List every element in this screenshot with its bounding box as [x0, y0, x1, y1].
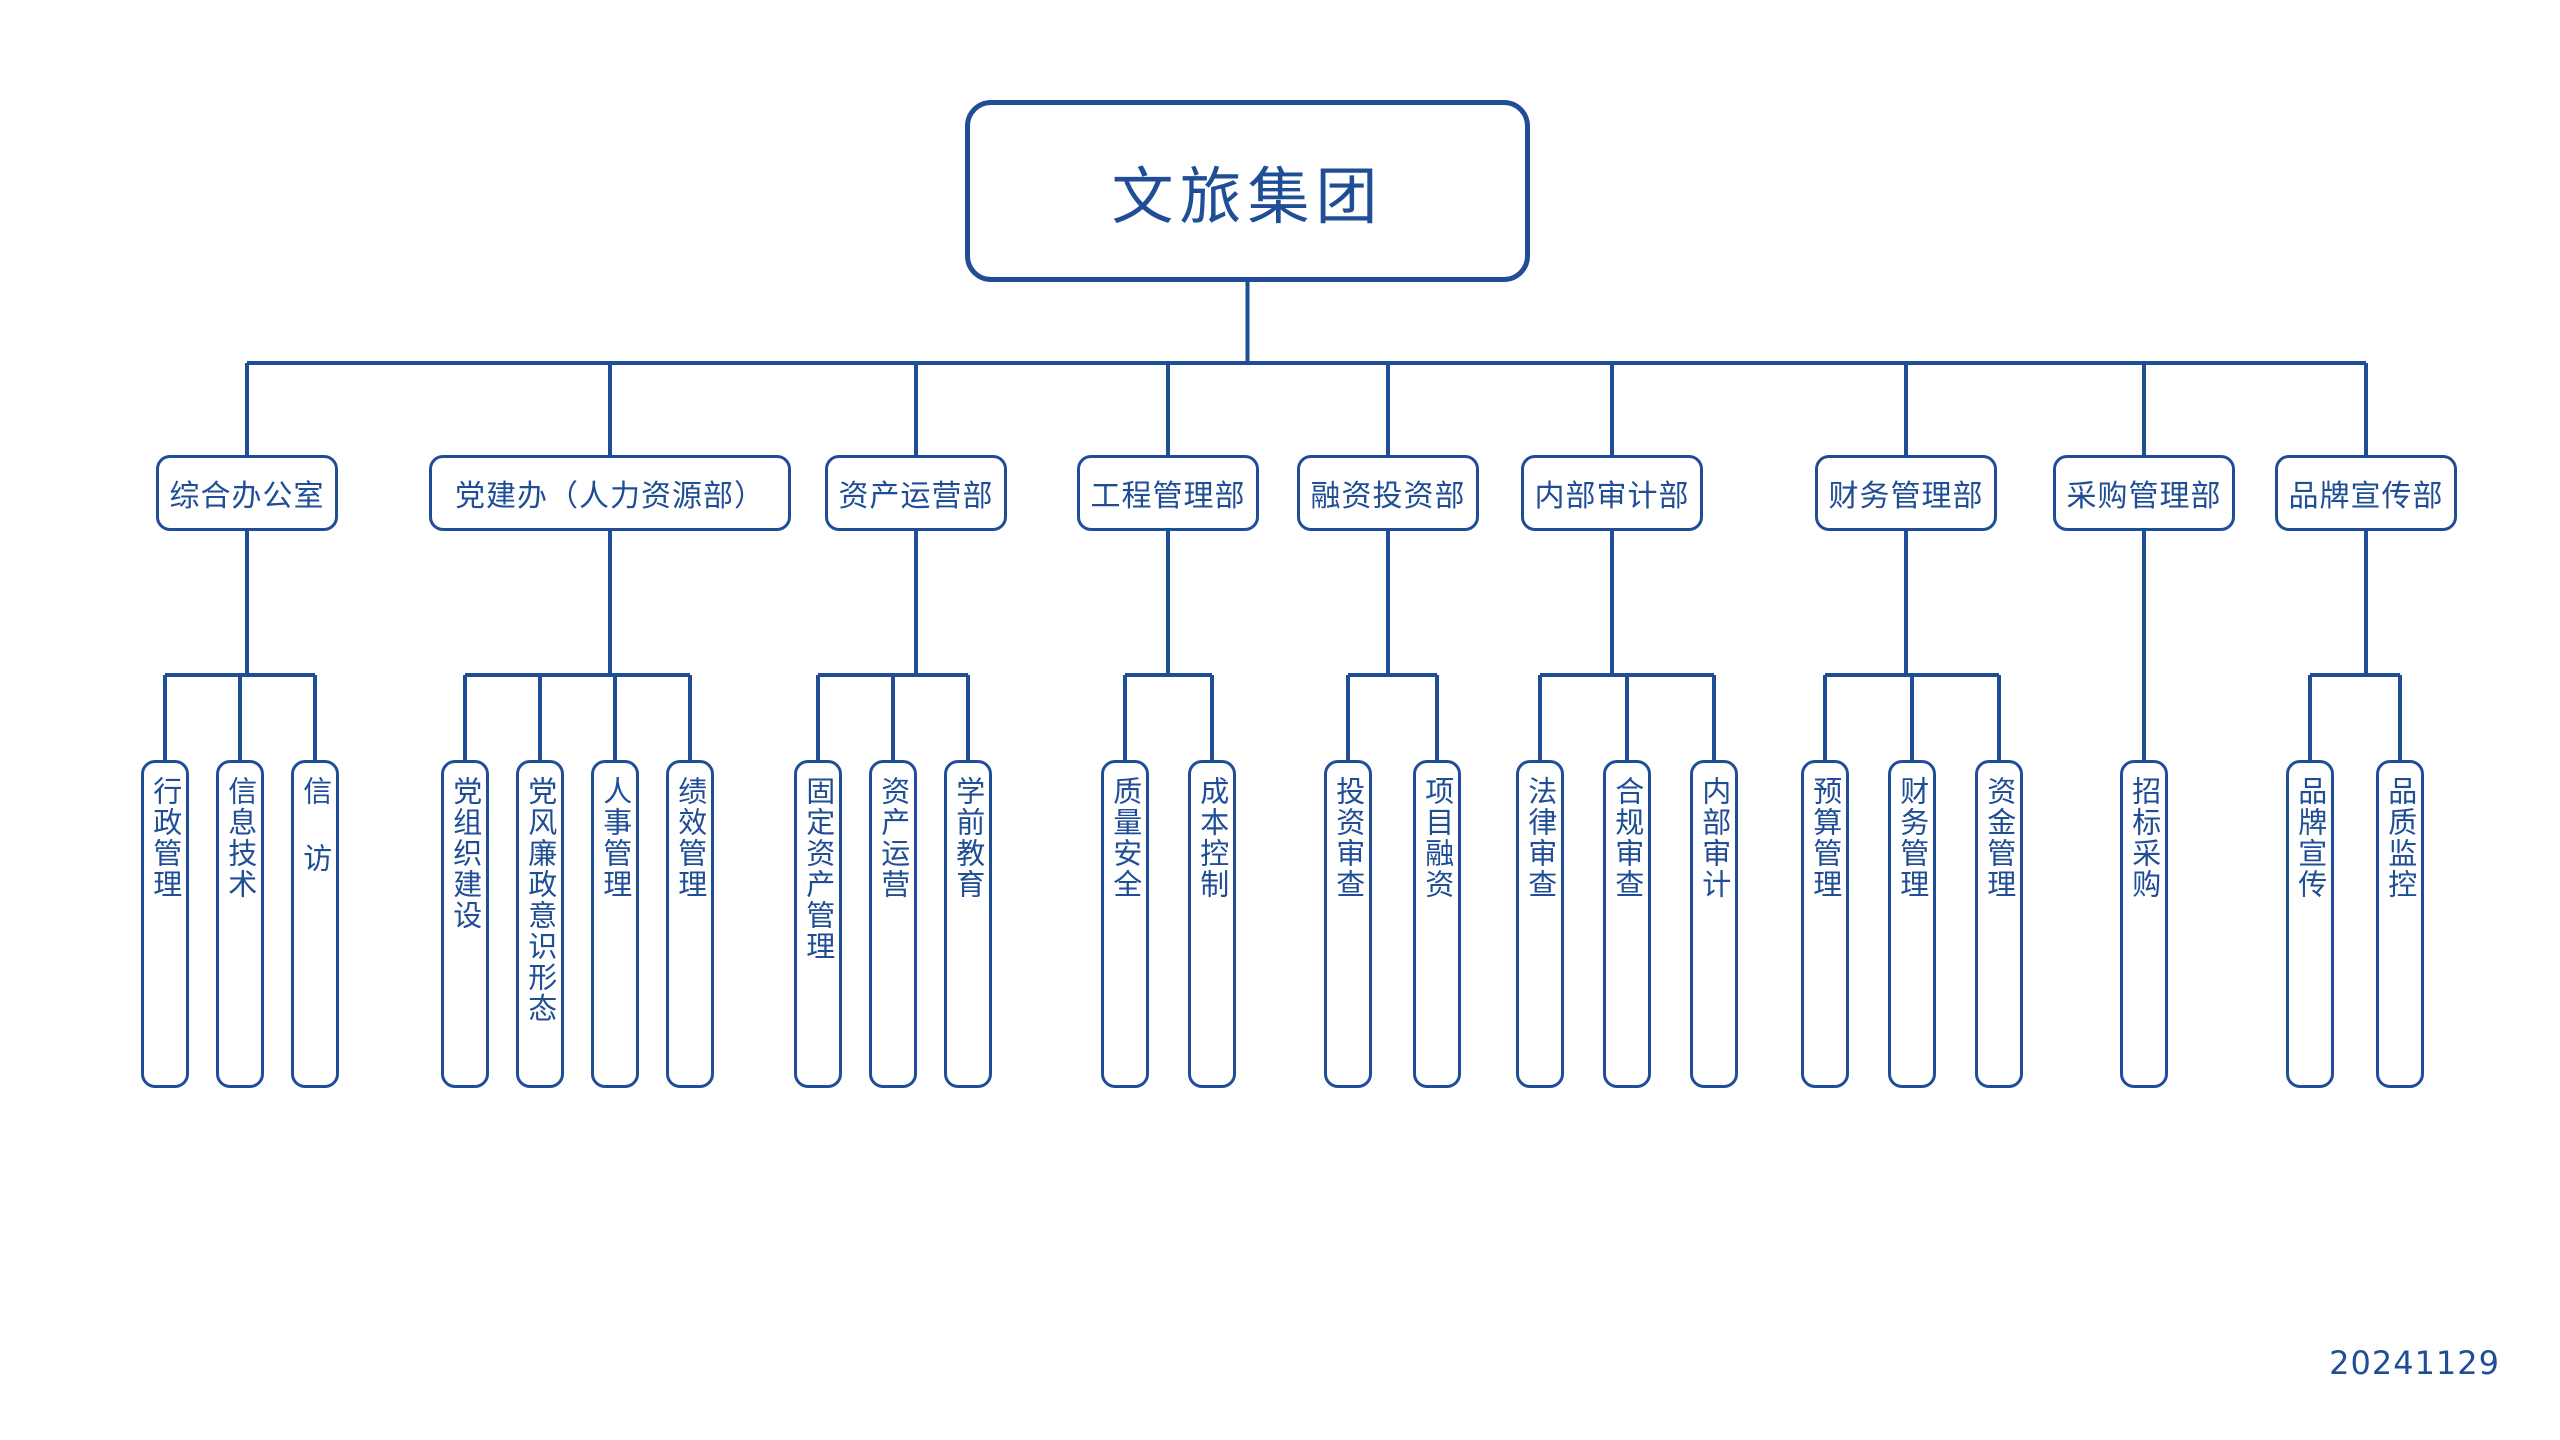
sub-unit-node[interactable]: 学前教育	[944, 760, 992, 1088]
sub-unit-label: 资金管理	[1982, 776, 2017, 900]
sub-unit-label: 项目融资	[1420, 776, 1455, 900]
sub-unit-label: 财务管理	[1895, 776, 1930, 900]
sub-unit-node[interactable]: 品牌宣传	[2286, 760, 2334, 1088]
sub-unit-label: 投资审查	[1331, 776, 1366, 900]
sub-unit-label: 信息技术	[223, 776, 258, 900]
sub-unit-label: 品牌宣传	[2293, 776, 2328, 900]
sub-unit-node[interactable]: 资金管理	[1975, 760, 2023, 1088]
department-node[interactable]: 财务管理部	[1815, 455, 1997, 531]
department-node[interactable]: 资产运营部	[825, 455, 1007, 531]
sub-unit-node[interactable]: 资产运营	[869, 760, 917, 1088]
root-node-label: 文旅集团	[1111, 160, 1384, 233]
sub-unit-label: 绩效管理	[673, 776, 708, 900]
sub-unit-node[interactable]: 品质监控	[2376, 760, 2424, 1088]
sub-unit-node[interactable]: 法律审查	[1516, 760, 1564, 1088]
department-label: 内部审计部	[1534, 479, 1690, 514]
sub-unit-node[interactable]: 内部审计	[1690, 760, 1738, 1088]
sub-unit-node[interactable]: 固定资产管理	[794, 760, 842, 1088]
sub-unit-node[interactable]: 行政管理	[141, 760, 189, 1088]
department-node[interactable]: 采购管理部	[2053, 455, 2235, 531]
sub-unit-node[interactable]: 财务管理	[1888, 760, 1936, 1088]
department-label: 工程管理部	[1090, 479, 1246, 514]
sub-unit-node[interactable]: 信息技术	[216, 760, 264, 1088]
sub-unit-node[interactable]: 招标采购	[2120, 760, 2168, 1088]
department-label: 资产运营部	[838, 479, 994, 514]
department-label: 党建办（人力资源部）	[455, 479, 765, 514]
sub-unit-label: 党风廉政意识形态	[523, 776, 558, 1024]
sub-unit-node[interactable]: 投资审查	[1324, 760, 1372, 1088]
department-node[interactable]: 内部审计部	[1521, 455, 1703, 531]
sub-unit-label: 固定资产管理	[801, 776, 836, 962]
sub-unit-label: 预算管理	[1808, 776, 1843, 900]
department-label: 融资投资部	[1310, 479, 1466, 514]
sub-unit-node[interactable]: 党组织建设	[441, 760, 489, 1088]
sub-unit-node[interactable]: 人事管理	[591, 760, 639, 1088]
sub-unit-node[interactable]: 党风廉政意识形态	[516, 760, 564, 1088]
department-node[interactable]: 品牌宣传部	[2275, 455, 2457, 531]
sub-unit-label: 内部审计	[1697, 776, 1732, 900]
department-node[interactable]: 融资投资部	[1297, 455, 1479, 531]
department-label: 财务管理部	[1828, 479, 1984, 514]
sub-unit-node[interactable]: 项目融资	[1413, 760, 1461, 1088]
sub-unit-label: 信 访	[298, 776, 333, 874]
sub-unit-label: 党组织建设	[448, 776, 483, 931]
date-stamp: 20241129	[2329, 1344, 2500, 1382]
department-node[interactable]: 综合办公室	[156, 455, 338, 531]
sub-unit-node[interactable]: 质量安全	[1101, 760, 1149, 1088]
sub-unit-node[interactable]: 预算管理	[1801, 760, 1849, 1088]
sub-unit-label: 人事管理	[598, 776, 633, 900]
department-label: 采购管理部	[2066, 479, 2222, 514]
sub-unit-label: 资产运营	[876, 776, 911, 900]
department-label: 综合办公室	[169, 479, 325, 514]
sub-unit-label: 招标采购	[2127, 776, 2162, 900]
sub-unit-label: 合规审查	[1610, 776, 1645, 900]
sub-unit-node[interactable]: 绩效管理	[666, 760, 714, 1088]
department-node[interactable]: 工程管理部	[1077, 455, 1259, 531]
root-node-wenlv-group[interactable]: 文旅集团	[965, 100, 1530, 282]
sub-unit-label: 成本控制	[1195, 776, 1230, 900]
sub-unit-label: 品质监控	[2383, 776, 2418, 900]
sub-unit-label: 法律审查	[1523, 776, 1558, 900]
sub-unit-node[interactable]: 成本控制	[1188, 760, 1236, 1088]
department-node[interactable]: 党建办（人力资源部）	[429, 455, 791, 531]
department-label: 品牌宣传部	[2288, 479, 2444, 514]
sub-unit-label: 学前教育	[951, 776, 986, 900]
sub-unit-label: 质量安全	[1108, 776, 1143, 900]
sub-unit-node[interactable]: 信 访	[291, 760, 339, 1088]
sub-unit-node[interactable]: 合规审查	[1603, 760, 1651, 1088]
sub-unit-label: 行政管理	[148, 776, 183, 900]
